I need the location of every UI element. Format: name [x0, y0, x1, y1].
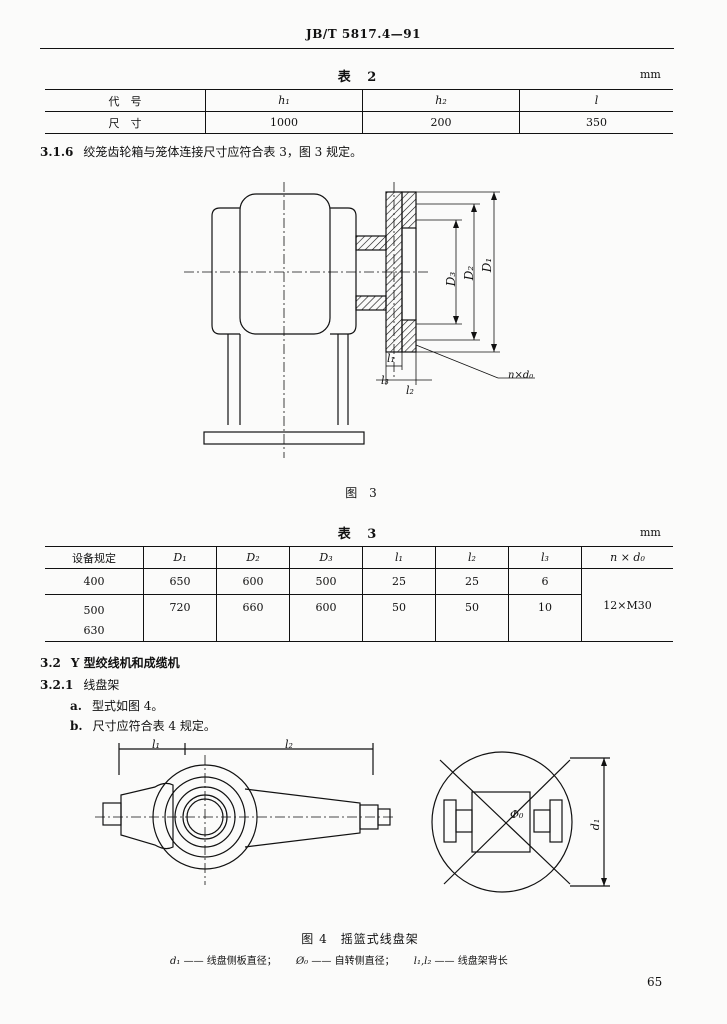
- table3-row2-d1: 720: [143, 594, 217, 642]
- legend-l-symbol: l₁,l₂: [413, 956, 432, 967]
- section-3-2-number: 3.2: [40, 656, 61, 670]
- table3-row2-l3: 10: [508, 594, 582, 642]
- legend-l-text: —— 线盘架背长: [434, 956, 508, 967]
- figure4-side-view: [95, 735, 395, 895]
- table2-header-h2: h₂: [362, 89, 520, 112]
- table3-header-d3: D₃: [289, 546, 363, 569]
- table3-row2-d2: 660: [216, 594, 290, 642]
- legend-d1-text: —— 线盘侧板直径；: [183, 956, 277, 967]
- figure3-drawing: [180, 180, 550, 460]
- table3-header-spec: 设备规定: [45, 546, 144, 569]
- figure4-front-view: [420, 740, 620, 900]
- table3-caption: 表 3: [337, 527, 383, 542]
- section-3-2-1-title: 线盘架: [83, 678, 120, 692]
- table3-row2-d3: 600: [289, 594, 363, 642]
- section-3-2: 3.2 Y 型绞线机和成缆机: [40, 654, 180, 671]
- list-item-a: a. 型式如图 4。: [70, 697, 163, 714]
- table2-header-h1: h₁: [205, 89, 363, 112]
- section-3-2-1: 3.2.1 线盘架: [40, 676, 119, 693]
- table2-header-code: 代 号: [45, 89, 206, 112]
- figure4-caption: 图 4 摇篮式线盘架: [301, 932, 419, 946]
- table3-header-l3: l₃: [508, 546, 582, 569]
- legend-phi-symbol: Ø₀: [295, 956, 309, 967]
- section-3-2-1-number: 3.2.1: [40, 678, 74, 692]
- table3-merged-nd: 12×M30: [581, 568, 673, 642]
- figure4-legend: d₁ —— 线盘侧板直径； Ø₀ —— 自转侧直径； l₁,l₂ —— 线盘架背…: [170, 952, 508, 967]
- list-item-b: b. 尺寸应符合表 4 规定。: [70, 717, 216, 734]
- fig4-label-l1: l₁: [152, 738, 160, 751]
- fig3-label-l1: l₁: [387, 352, 395, 365]
- legend-d1-symbol: d₁: [170, 956, 181, 967]
- table3-header-l2: l₂: [435, 546, 509, 569]
- table3-row1-d1: 650: [143, 568, 217, 595]
- table3-header-l1: l₁: [362, 546, 436, 569]
- table3-header-nd: n × d₀: [581, 546, 673, 569]
- fig3-label-d1: D₁: [480, 257, 495, 273]
- table3-row2-spec-b: 630: [83, 624, 105, 637]
- figure3-caption: 图 3: [345, 486, 381, 500]
- fig3-label-d3: D₃: [444, 271, 459, 287]
- fig4-label-l2: l₂: [285, 738, 293, 751]
- table2-caption: 表 2: [337, 70, 383, 85]
- table3: 设备规定 D₁ D₂ D₃ l₁ l₂ l₃ n × d₀ 400 650 60…: [45, 546, 673, 642]
- fig3-label-nd: n×d₀: [508, 370, 534, 381]
- fig4-label-d1: d₁: [589, 818, 603, 831]
- table3-unit: mm: [640, 526, 661, 539]
- table2-header-l: l: [519, 89, 673, 112]
- table3-row2-l1: 50: [362, 594, 436, 642]
- table3-header-d2: D₂: [216, 546, 290, 569]
- fig3-label-d2: D₂: [462, 265, 477, 281]
- page-number: 65: [647, 975, 663, 989]
- table3-row1-d3: 500: [289, 568, 363, 595]
- section-3-1-6-number: 3.1.6: [40, 145, 74, 159]
- section-3-2-title: Y 型绞线机和成缆机: [70, 656, 180, 670]
- table3-row1-spec: 400: [45, 568, 144, 595]
- table3-row2-spec-a: 500: [83, 604, 105, 617]
- list-item-b-marker: b.: [70, 719, 83, 733]
- standard-code-header: JB/T 5817.4—91: [306, 27, 421, 41]
- table2-cell-h2: 200: [362, 111, 520, 134]
- table3-row1-l1: 25: [362, 568, 436, 595]
- fig3-label-l2: l₂: [406, 384, 414, 397]
- fig4-label-phi0: Φ₀: [510, 808, 524, 821]
- table2-cell-h1: 1000: [205, 111, 363, 134]
- table3-row1-d2: 600: [216, 568, 290, 595]
- table2: 代 号 h₁ h₂ l 尺 寸 1000 200 350: [45, 89, 673, 134]
- section-3-1-6-text: 绞笼齿轮箱与笼体连接尺寸应符合表 3，图 3 规定。: [83, 145, 363, 159]
- header-rule: [40, 48, 674, 49]
- list-item-a-marker: a.: [70, 699, 82, 713]
- table3-row1-l3: 6: [508, 568, 582, 595]
- table2-row-label: 尺 寸: [45, 111, 206, 134]
- table3-row2-l2: 50: [435, 594, 509, 642]
- legend-phi-text: —— 自转侧直径；: [311, 956, 395, 967]
- table3-row2-spec: 500 630: [45, 594, 144, 642]
- table3-row1-l2: 25: [435, 568, 509, 595]
- section-3-1-6: 3.1.6 绞笼齿轮箱与笼体连接尺寸应符合表 3，图 3 规定。: [40, 143, 362, 160]
- table2-cell-l: 350: [519, 111, 673, 134]
- list-item-b-text: 尺寸应符合表 4 规定。: [92, 719, 216, 733]
- fig3-label-l3: l₃: [381, 374, 389, 387]
- table2-unit: mm: [640, 68, 661, 81]
- list-item-a-text: 型式如图 4。: [91, 699, 164, 713]
- table3-header-d1: D₁: [143, 546, 217, 569]
